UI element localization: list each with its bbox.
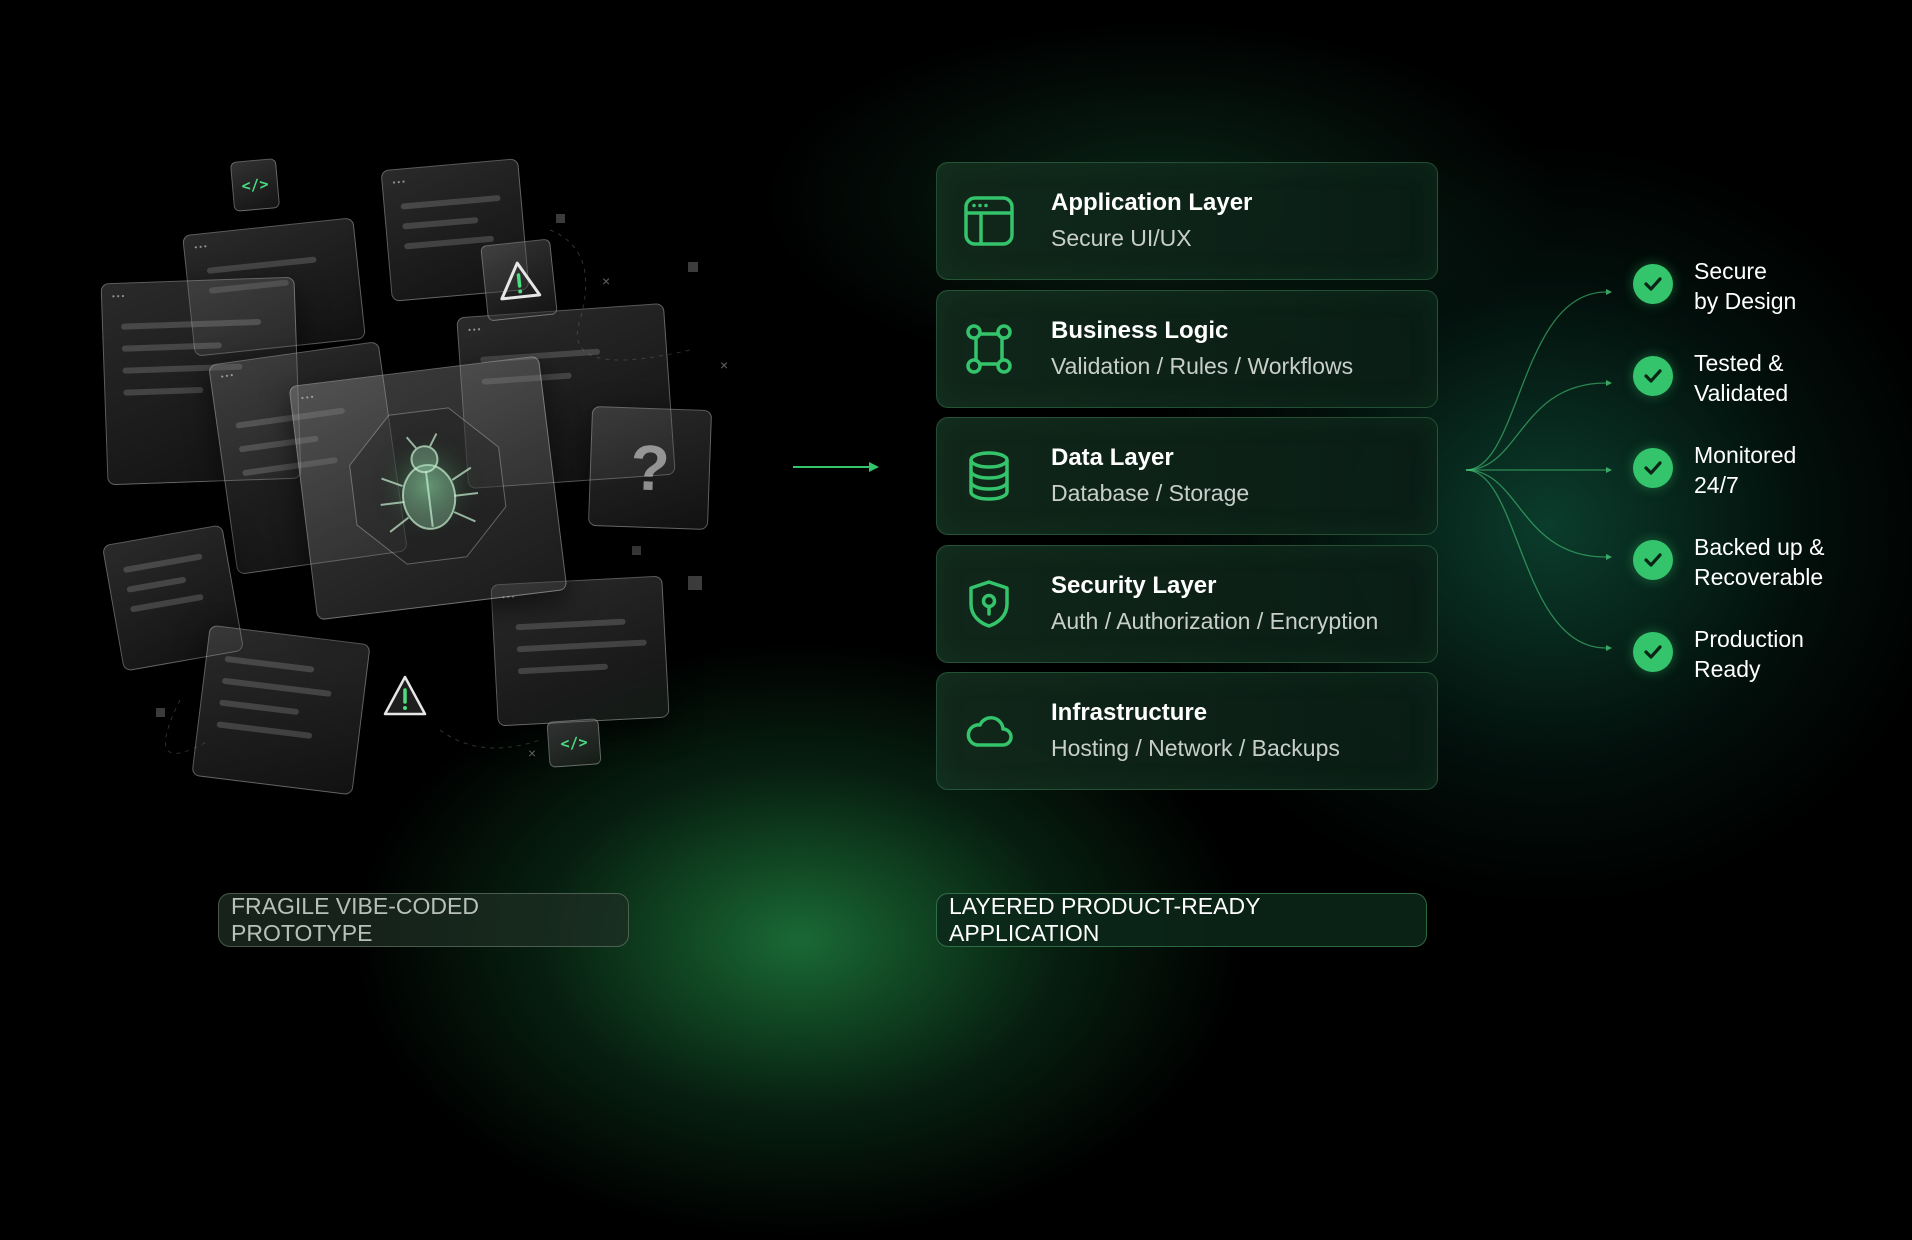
prototype-caption: FRAGILE VIBE-CODED PROTOTYPE [218,893,629,947]
check-icon [1633,448,1673,488]
warning-icon [500,261,542,301]
application-caption: LAYERED PRODUCT-READY APPLICATION [936,893,1427,947]
layer-title: Data Layer [1051,444,1174,471]
cloud-icon [966,716,1013,747]
question-mark: ? [629,431,671,505]
layer-title: Application Layer [1051,189,1253,216]
layer-subtitle: Validation / Rules / Workflows [1051,352,1354,379]
check-icon [1633,356,1673,396]
layer-title: Infrastructure [1051,699,1208,726]
layer-title: Business Logic [1051,316,1229,344]
workflow-nodes-icon [966,323,1012,374]
layer-card-infrastructure: Infrastructure Hosting / Network / Backu… [936,672,1438,790]
app-window-icon [964,196,1014,246]
layer-card-business-logic: Business Logic Validation / Rules / Work… [936,289,1438,408]
layer-card-application: Application Layer Secure UI/UX [936,162,1438,280]
layer-title: Security Layer [1051,571,1217,599]
question-tile: ? [587,405,713,531]
layer-subtitle: Hosting / Network / Backups [1051,735,1340,761]
svg-text:×: × [602,273,610,289]
check-icon [1633,264,1673,304]
warning-tile [480,238,558,322]
code-tag-icon: </> [229,158,281,212]
bug-panel: ••• [288,355,568,621]
warning-icon [383,675,427,716]
layer-subtitle: Secure UI/UX [1051,225,1192,251]
transition-arrow-icon [793,462,879,472]
benefit-connectors [1465,289,1612,651]
layer-subtitle: Auth / Authorization / Encryption [1051,607,1379,634]
shield-icon [969,579,1009,628]
code-tag-icon: </> [546,718,602,768]
benefit-item: Tested &Validated [1633,348,1893,418]
benefit-item: Backed up &Recoverable [1633,532,1893,602]
code-window: ••• [490,575,670,727]
code-window [191,624,371,796]
prototype-collage: × × × ••• ••• ••• ••• ••• [80,140,740,820]
layer-card-data: Data Layer Database / Storage [936,417,1438,535]
collage-connectors: × × × [156,214,728,761]
svg-text:×: × [720,357,728,373]
layer-card-security: Security Layer Auth / Authorization / En… [936,544,1438,663]
layer-subtitle: Database / Storage [1051,480,1250,506]
bug-icon [349,407,507,565]
database-icon [969,451,1009,501]
svg-text:×: × [528,745,536,761]
check-icon [1633,632,1673,672]
check-icon [1633,540,1673,580]
layer-stack: Application Layer Secure UI/UX Business … [936,162,1438,800]
